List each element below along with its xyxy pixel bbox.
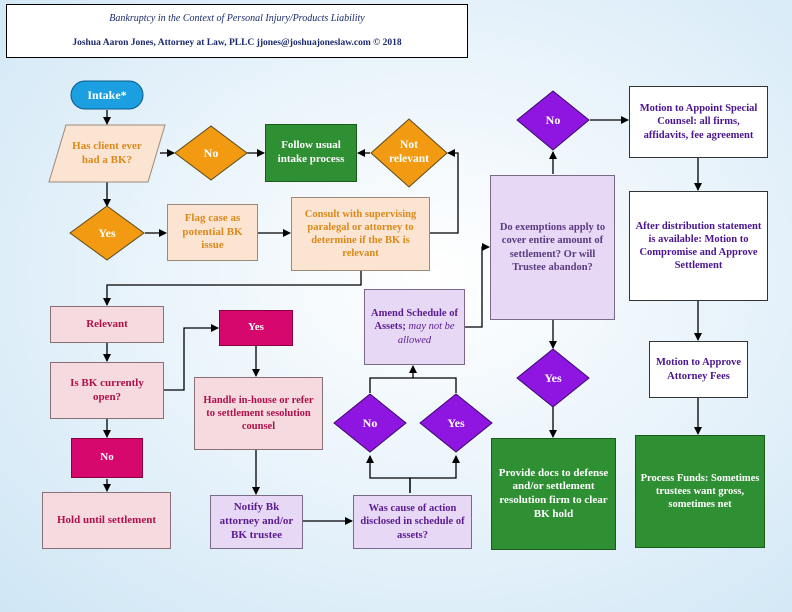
yes-label-1: Yes [98,225,116,240]
relevant-box: Relevant [50,306,164,343]
no-label-4: No [545,112,561,127]
motion-fees-box: Motion to Approve Attorney Fees [649,341,748,398]
amend-note-text: may not be allowed [397,321,455,346]
handle-box: Handle in-house or refer to settlement s… [194,377,323,450]
arrow-open-to-yes [164,324,219,391]
yes-diamond-4 [516,348,590,408]
yes-label-3: Yes [447,415,465,430]
no-box-2: No [71,438,143,478]
after-distribution-box: After distribution statement is availabl… [629,191,768,301]
amend-box: Amend Schedule of Assets; may not be all… [364,289,465,365]
no-label-1: No [203,145,219,160]
provide-docs-box: Provide docs to defense and/or settlemen… [491,438,616,550]
amend-main-text: Amend Schedule of Assets; [371,308,458,333]
not-relevant-label: Not relevant [388,139,430,165]
yes-diamond-1 [69,205,145,261]
exemptions-box: Do exemptions apply to cover entire amou… [490,175,615,320]
yes-diamond-3 [419,393,493,453]
intake-terminator [70,80,144,110]
yes-label-4: Yes [544,370,562,385]
title-block: Bankruptcy in the Context of Personal In… [6,4,468,58]
yes-box-2: Yes [219,310,293,346]
hold-box: Hold until settlement [42,492,171,549]
arrow-consult-to-relevant [103,271,362,306]
follow-usual-box: Follow usual intake process [265,124,357,182]
arrow-consult-to-notrelevant [430,149,459,234]
process-funds-box: Process Funds: Sometimes trustees want g… [635,435,765,548]
no-diamond-3 [333,393,407,453]
motion-special-box: Motion to Appoint Special Counsel: all f… [629,86,768,158]
notify-box: Notify Bk attorney and/or BK trustee [210,495,303,549]
disclosed-box: Was cause of action disclosed in schedul… [353,495,472,549]
no-diamond-1 [174,125,248,181]
intake-label: Intake* [87,87,127,102]
arrow-disclosed-to-yes [409,455,460,493]
diagram-title: Bankruptcy in the Context of Personal In… [109,13,365,24]
no-label-3: No [362,415,378,430]
question-parallelogram [48,124,166,183]
author-line: Joshua Aaron Jones, Attorney at Law, PLL… [72,38,402,48]
not-relevant-diamond [370,118,448,188]
arrow-disclosed-to-no [366,455,411,493]
arrow-amend-to-exemptions [465,243,490,328]
flag-case-box: Flag case as potential BK issue [167,204,258,261]
arrow-no-to-amend [369,377,457,393]
has-client-bk-label: Has client ever had a BK? [72,140,142,166]
consult-box: Consult with supervising paralegal or at… [291,197,430,271]
bk-open-box: Is BK currently open? [50,362,164,419]
no-diamond-4 [516,90,590,151]
